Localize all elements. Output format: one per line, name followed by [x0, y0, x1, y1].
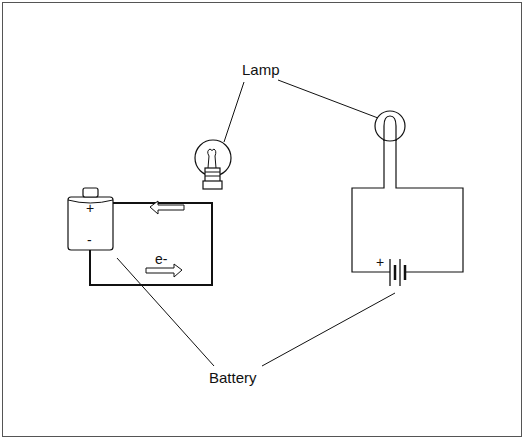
schematic-wires: [352, 138, 463, 272]
polarity-mark: +: [86, 201, 94, 215]
polarity-mark: +: [376, 255, 384, 269]
lamp-bulb: [195, 140, 231, 189]
part-label: Battery: [209, 370, 257, 385]
leader-lines: [117, 80, 395, 366]
frame: [3, 3, 522, 437]
battery-symbol: [390, 259, 405, 286]
part-label: Lamp: [242, 62, 280, 77]
polarity-mark: -: [87, 233, 92, 247]
current-arrow: [150, 201, 184, 214]
schematic-lamp: [375, 111, 405, 141]
battery-cell: [68, 188, 113, 250]
electron-label: e-: [155, 252, 167, 266]
